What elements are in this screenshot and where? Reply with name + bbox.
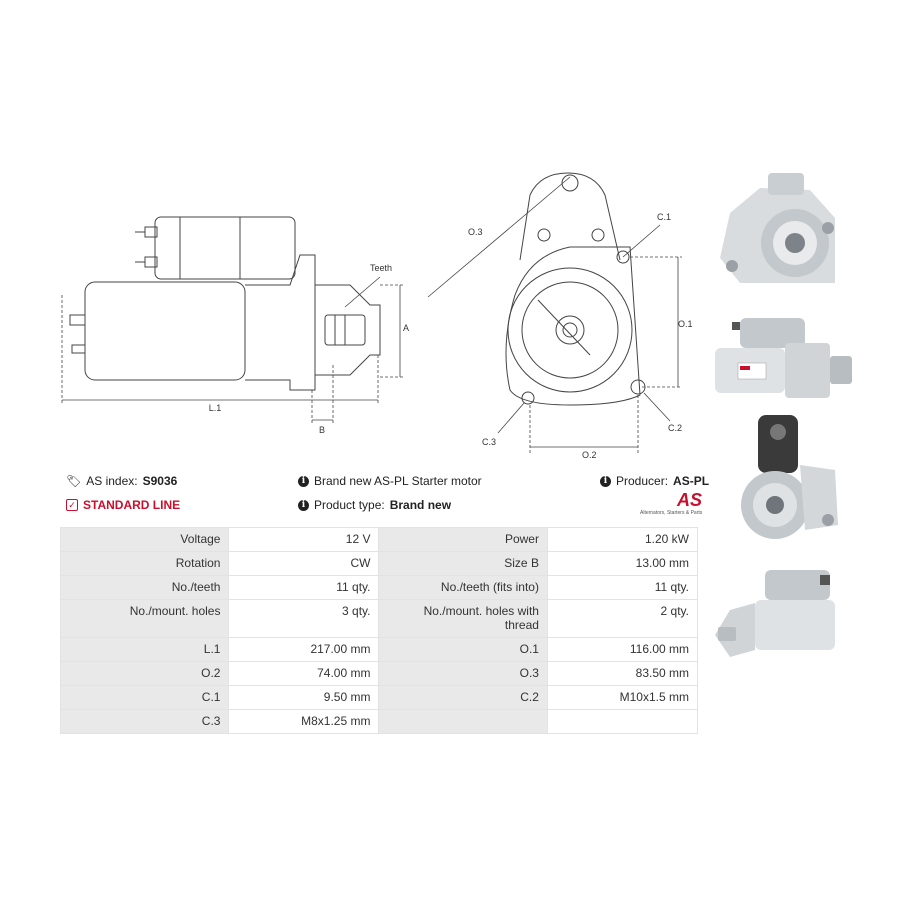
dim-a-label: A: [403, 323, 409, 333]
product-photo-side: [715, 318, 852, 398]
standard-line: ✓ STANDARD LINE: [66, 498, 180, 512]
spec-label: L.1: [59, 637, 230, 662]
spec-value: 11 qty.: [546, 575, 699, 600]
spec-label: Size B: [378, 551, 548, 576]
spec-value: 3 qty.: [228, 599, 380, 638]
spec-value: M8x1.25 mm: [228, 709, 380, 734]
as-logo-tagline: Alternators, Starters & Parts: [640, 510, 703, 516]
spec-label: No./teeth: [59, 575, 230, 600]
info-icon: i: [298, 499, 309, 511]
spec-value: 1.20 kW: [546, 527, 699, 552]
product-type-value: Brand new: [389, 498, 452, 512]
spec-value: 2 qty.: [546, 599, 699, 638]
spec-value: 217.00 mm: [228, 637, 380, 662]
product-photo-rear: [741, 415, 838, 539]
front-view-drawing: O.3 C.1 O.1 C.3 O.2 C.2: [427, 172, 693, 460]
tags-icon: 🏷: [66, 474, 82, 488]
side-view-drawing: Teeth A L.1 B: [61, 216, 409, 435]
producer-value: AS-PL: [673, 474, 710, 488]
spec-label: No./mount. holes with thread: [378, 599, 548, 638]
spec-value: [546, 709, 699, 734]
producer: i Producer: AS-PL: [600, 474, 709, 488]
dim-o2-label: O.2: [582, 450, 597, 460]
dim-o3-label: O.3: [468, 227, 483, 237]
product-type-label: Product type:: [314, 498, 385, 512]
dim-o1-label: O.1: [678, 319, 693, 329]
spec-value: 83.50 mm: [546, 661, 699, 686]
producer-label: Producer:: [616, 474, 669, 488]
spec-label: O.2: [59, 661, 230, 686]
product-type: i Product type: Brand new: [298, 498, 451, 512]
description-text: Brand new AS-PL Starter motor: [314, 474, 482, 488]
spec-label: O.3: [378, 661, 548, 686]
as-index-value: S9036: [142, 474, 178, 488]
spec-label: Voltage: [59, 527, 230, 552]
spec-value: 9.50 mm: [228, 685, 380, 710]
spec-label: No./mount. holes: [59, 599, 230, 638]
dim-l1-label: L.1: [209, 403, 222, 413]
spec-label: Power: [378, 527, 548, 552]
spec-value: 12 V: [228, 527, 380, 552]
check-square-icon: ✓: [66, 499, 78, 511]
spec-value: M10x1.5 mm: [546, 685, 699, 710]
spec-label: O.1: [378, 637, 548, 662]
info-icon: i: [298, 475, 309, 487]
as-logo-mark: AS: [676, 490, 702, 510]
as-index: 🏷 AS index: S9036: [66, 474, 177, 488]
dim-b-label: B: [319, 425, 325, 435]
product-photo-front: [720, 173, 835, 283]
spec-value: 11 qty.: [228, 575, 380, 600]
standard-line-label: STANDARD LINE: [83, 498, 181, 512]
product-photo-angled: [715, 570, 835, 657]
spec-value: 74.00 mm: [228, 661, 380, 686]
info-icon: i: [600, 475, 611, 487]
as-logo: AS Alternators, Starters & Parts: [640, 490, 702, 522]
teeth-label: Teeth: [370, 263, 392, 273]
spec-label: C.1: [59, 685, 230, 710]
as-index-label: AS index:: [86, 474, 138, 488]
spec-label: C.3: [59, 709, 230, 734]
product-description: i Brand new AS-PL Starter motor: [298, 474, 482, 488]
spec-value: 116.00 mm: [546, 637, 699, 662]
spec-label: No./teeth (fits into): [378, 575, 548, 600]
spec-value: CW: [228, 551, 380, 576]
spec-label: C.2: [378, 685, 548, 710]
spec-label: Rotation: [59, 551, 230, 576]
dim-c1-label: C.1: [657, 212, 671, 222]
spec-label: [378, 709, 548, 734]
dim-c2-label: C.2: [668, 423, 682, 433]
spec-value: 13.00 mm: [546, 551, 699, 576]
dim-c3-label: C.3: [482, 437, 496, 447]
